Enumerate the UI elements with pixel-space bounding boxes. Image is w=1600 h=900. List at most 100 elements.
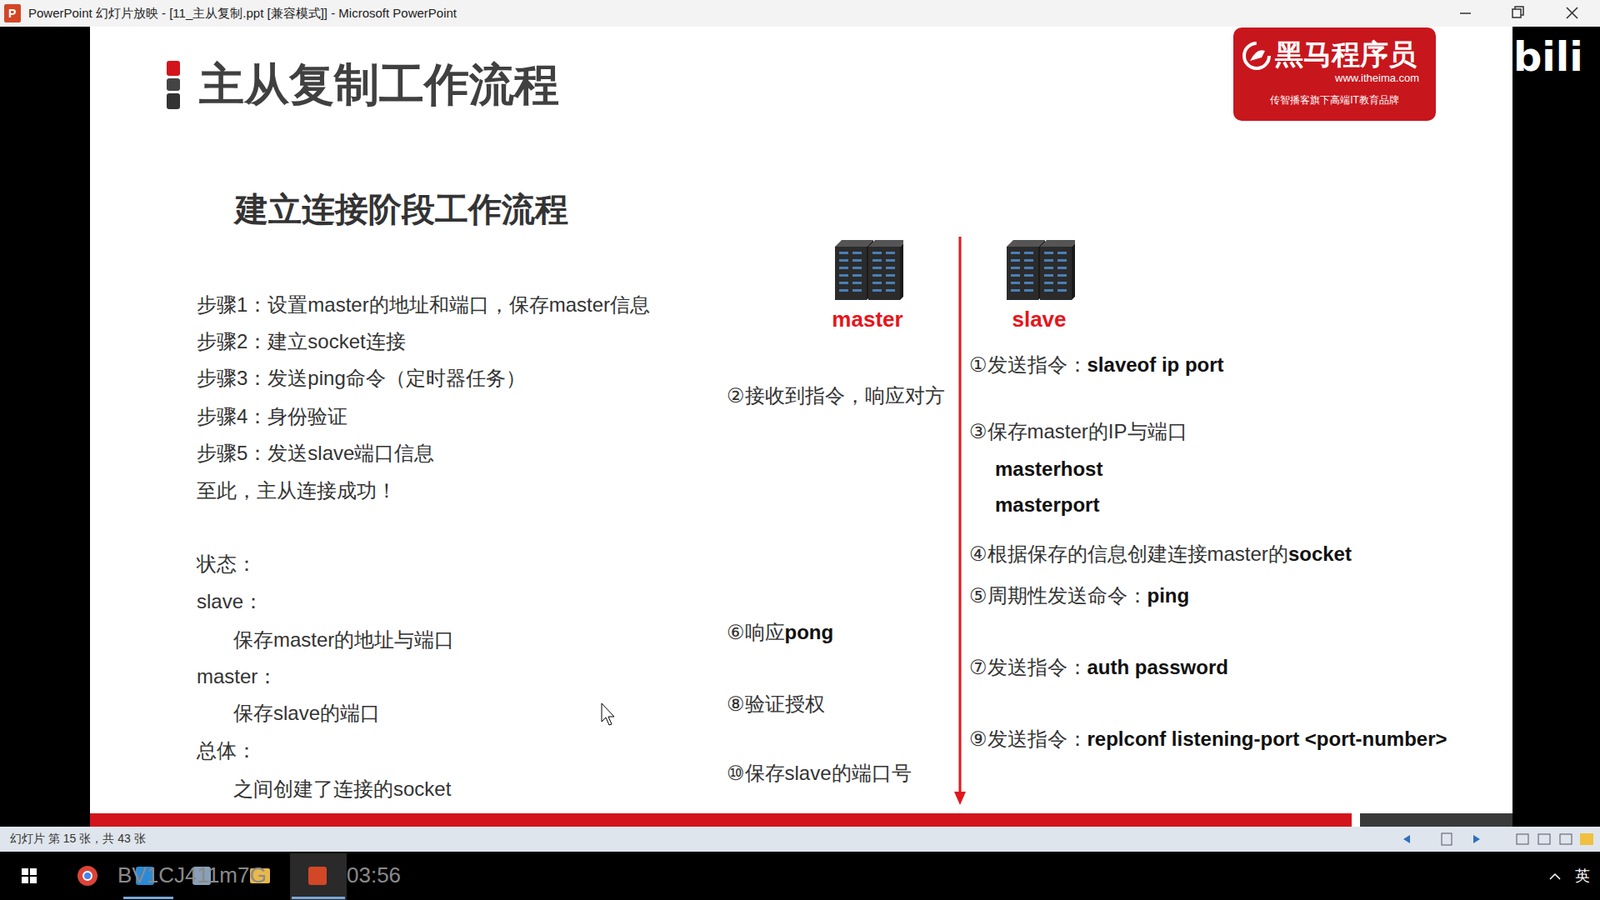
step-text: 步骤5：发送slave端口信息: [196, 440, 435, 467]
status-icon: [1403, 835, 1410, 844]
step-text: ⑨发送指令：: [969, 725, 1088, 753]
text-line: ⑦发送指令：auth password: [969, 654, 1229, 681]
watermark: bili: [1513, 33, 1584, 80]
command-text: ping: [1147, 584, 1190, 608]
text-line: ④根据保存的信息创建连接master的socket: [969, 540, 1352, 568]
step-text: ⑦发送指令：: [969, 654, 1088, 681]
logo-ring: [1240, 39, 1274, 73]
text-line: masterport: [995, 493, 1100, 517]
step-text: ⑩保存slave的端口号: [726, 760, 912, 787]
server-node: master: [820, 236, 915, 333]
status-bar: [0, 826, 1600, 852]
text-line: 幻灯片 第 15 张，共 43 张: [10, 831, 146, 847]
video-watermark: 03:56: [346, 862, 401, 889]
text-line: ⑤周期性发送命令：ping: [969, 582, 1190, 610]
text-line: 保存master的地址与端口: [233, 626, 455, 654]
status-icon: [1580, 833, 1594, 845]
slide: [90, 26, 1513, 827]
text-line: 建立连接阶段工作流程: [235, 186, 569, 233]
logo-url: www.itheima.com: [1335, 71, 1428, 85]
text-line: PowerPoint 幻灯片放映 - [11_主从复制.ppt [兼容模式]] …: [28, 5, 457, 22]
text-line: bili: [1513, 33, 1584, 80]
restore-button: [1515, 6, 1524, 15]
text-line: 步骤4：身份验证: [196, 403, 348, 430]
taskbar-icon: [77, 865, 98, 886]
command-text: pong: [785, 620, 835, 645]
footer-bar: [1360, 813, 1513, 827]
slide-title: 主从复制工作流程: [199, 55, 560, 116]
text-line: ②接收到指令，响应对方: [726, 382, 945, 410]
server-node: slave: [991, 236, 1087, 333]
command-text: masterhost: [995, 457, 1103, 481]
taskbar-underline: [123, 896, 174, 900]
text-line: P: [8, 6, 16, 20]
brand-logo-box: 黑马程序员www.itheima.com 传智播客旗下高端IT教育品牌: [1233, 27, 1436, 121]
taskbar-icon: [308, 866, 327, 885]
step-text: 步骤4：身份验证: [196, 403, 348, 430]
text-line: 03:56: [346, 862, 401, 889]
restore-button: [1512, 9, 1521, 18]
text-line: BV1CJ411m7G: [117, 862, 267, 889]
title-bar: [0, 0, 1600, 27]
section-heading: 建立连接阶段工作流程: [235, 186, 569, 233]
text-line: 步骤3：发送ping命令（定时器任务）: [196, 365, 526, 392]
command-text: slaveof ip port: [1087, 353, 1225, 377]
taskbar-active: [290, 853, 347, 900]
start-button: [21, 868, 37, 884]
title-bullet: [166, 93, 180, 110]
text-line: 总体：: [196, 737, 257, 765]
step-text: 至此，主从连接成功！: [196, 477, 397, 505]
command-text: auth password: [1087, 655, 1229, 680]
tray-chevron: [1550, 874, 1560, 880]
text-line: master：: [196, 663, 278, 690]
text-line: 英: [1575, 865, 1590, 886]
server-label: slave: [991, 306, 1087, 333]
status-icon: [1441, 833, 1452, 845]
logo-slogan: 传智播客旗下高端IT教育品牌: [1241, 94, 1428, 106]
text-line: ⑥响应pong: [726, 619, 834, 646]
command-text: socket: [1288, 542, 1352, 566]
server-label: master: [820, 306, 915, 333]
text-line: slave：: [196, 588, 264, 615]
step-text: 步骤3：发送ping命令（定时器任务）: [196, 365, 526, 392]
step-text: ⑧验证授权: [726, 690, 825, 718]
step-text: 总体：: [196, 737, 257, 765]
status-icon: [1538, 834, 1550, 845]
taskbar: [0, 851, 1600, 900]
text-line: 至此，主从连接成功！: [196, 477, 397, 505]
step-text: 步骤1：设置master的地址和端口，保存master信息: [196, 291, 650, 319]
title-bullet: [166, 60, 180, 76]
command-text: masterport: [995, 493, 1100, 517]
tray-text: 英: [1575, 865, 1590, 886]
text-line: 状态：: [196, 550, 257, 578]
close-button: [1566, 7, 1578, 19]
app-icon-letter: P: [8, 6, 16, 20]
step-text: ⑤周期性发送命令：: [969, 582, 1148, 610]
status-icon: [1560, 834, 1572, 845]
window-title: PowerPoint 幻灯片放映 - [11_主从复制.ppt [兼容模式]] …: [28, 5, 457, 22]
step-text: 保存slave的端口: [233, 700, 380, 727]
title-bullet: [166, 78, 180, 91]
text-line: 步骤1：设置master的地址和端口，保存master信息: [196, 291, 650, 319]
step-text: ⑥响应: [726, 619, 785, 646]
text-line: ⑨发送指令：replconf listening-port <port-numb…: [969, 725, 1448, 753]
text-line: masterhost: [995, 457, 1103, 481]
status-icon: [1473, 835, 1480, 844]
text-line: 步骤2：建立socket连接: [196, 328, 406, 355]
timeline-line: [959, 236, 962, 794]
timeline-arrowhead: [954, 791, 966, 805]
step-text: ③保存master的IP与端口: [969, 418, 1188, 445]
text-line: 保存slave的端口: [233, 700, 380, 727]
app-icon: [4, 4, 21, 23]
text-line: 之间创建了连接的socket: [233, 775, 451, 803]
step-text: ②接收到指令，响应对方: [726, 382, 945, 410]
text-line: ⑧验证授权: [726, 690, 825, 718]
logo-name: 黑马程序员: [1275, 37, 1428, 72]
server-icon: [1003, 236, 1075, 304]
server-icon: [831, 236, 904, 304]
text-line: ⑩保存slave的端口号: [726, 760, 912, 787]
text-line: ③保存master的IP与端口: [969, 418, 1188, 445]
text-line: ①发送指令：slaveof ip port: [969, 351, 1225, 379]
step-text: 步骤2：建立socket连接: [196, 328, 406, 355]
step-text: ④根据保存的信息创建连接master的: [969, 540, 1289, 568]
